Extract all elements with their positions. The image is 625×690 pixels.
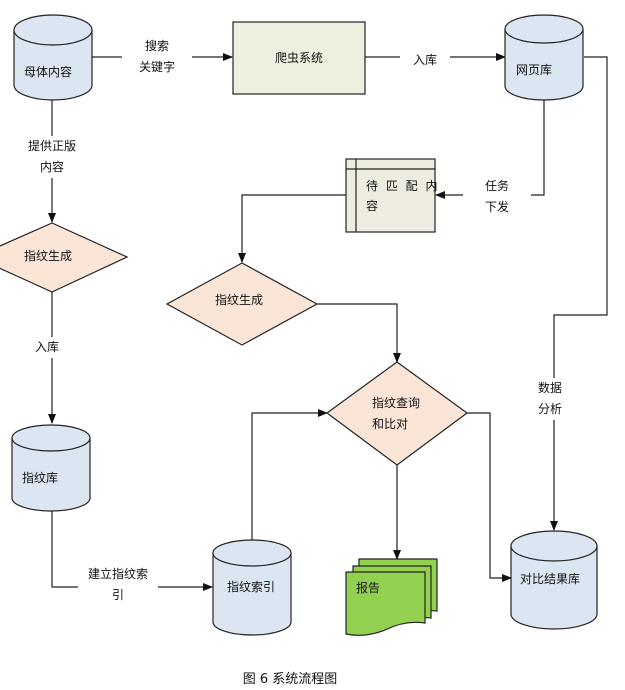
webpage-database <box>504 14 584 101</box>
source-content-label: 母体内容 <box>24 65 73 79</box>
fingerprint-database <box>11 424 91 512</box>
crawler-process-box <box>232 21 366 95</box>
edge-label-provide-content: 提供正版 内容 <box>22 136 82 178</box>
edge-label-provide-content-line2: 内容 <box>39 160 64 174</box>
edge-fingerprint-gen-to-query <box>317 303 401 363</box>
edge-webpage-db-to-compare-db <box>550 56 608 531</box>
edge-label-store-fingerprints: 入库 <box>22 337 72 358</box>
edge-index-to-query <box>251 409 328 540</box>
edge-label-search-keywords-line1: 搜索 <box>144 39 169 53</box>
edge-label-build-index-line2: 引 <box>111 588 124 602</box>
source-content-database <box>13 14 93 101</box>
edge-label-build-index: 建立指纹索 引 <box>78 564 158 606</box>
figure-caption: 图 6 系统流程图 <box>242 672 338 687</box>
fingerprint-gen-right-diamond <box>165 262 319 346</box>
crawler-label: 爬虫系统 <box>275 51 324 65</box>
compare-result-database <box>510 530 598 630</box>
edge-label-search-keywords: 搜索 关键字 <box>122 36 192 78</box>
edge-label-data-analysis-line2: 分析 <box>537 402 562 416</box>
edge-label-dispatch-task-line1: 任务 <box>484 179 509 193</box>
report-multi-document <box>345 558 438 636</box>
edge-label-data-analysis: 数据 分析 <box>530 378 570 420</box>
edge-label-dispatch-task-line2: 下发 <box>484 200 509 214</box>
edge-label-data-analysis-line1: 数据 <box>537 381 562 395</box>
fingerprint-gen-left-label: 指纹生成 <box>24 249 73 263</box>
fingerprint-query-diamond <box>325 361 469 466</box>
fingerprint-gen-left-diamond <box>0 222 129 293</box>
edge-query-to-compare-db <box>467 412 512 582</box>
webpage-db-label: 网页库 <box>516 63 553 77</box>
edge-label-provide-content-line1: 提供正版 <box>27 139 76 153</box>
fingerprint-gen-right-label: 指纹生成 <box>215 293 264 307</box>
edge-label-store-pages: 入库 <box>400 50 450 71</box>
edge-fingerprint-db-to-index <box>51 510 213 591</box>
edge-pending-to-fingerprint-gen <box>238 194 346 263</box>
pending-match-label-line1: 待 匹 配 内 <box>366 179 440 193</box>
fingerprint-index-database <box>212 539 292 636</box>
edge-label-build-index-line1: 建立指纹索 <box>87 567 148 581</box>
edge-label-dispatch-task: 任务 下发 <box>463 176 531 218</box>
pending-match-label-line2: 容 <box>366 199 379 213</box>
fingerprint-index-label: 指纹索引 <box>227 580 276 594</box>
compare-result-db-label: 对比结果库 <box>520 572 581 586</box>
pending-match-storage <box>345 158 436 233</box>
edge-label-search-keywords-line2: 关键字 <box>138 60 175 74</box>
fingerprint-query-label-line2: 和比对 <box>372 417 409 431</box>
report-label: 报告 <box>356 581 381 595</box>
fingerprint-query-label-line1: 指纹查询 <box>372 396 421 410</box>
fingerprint-db-label: 指纹库 <box>22 471 59 485</box>
